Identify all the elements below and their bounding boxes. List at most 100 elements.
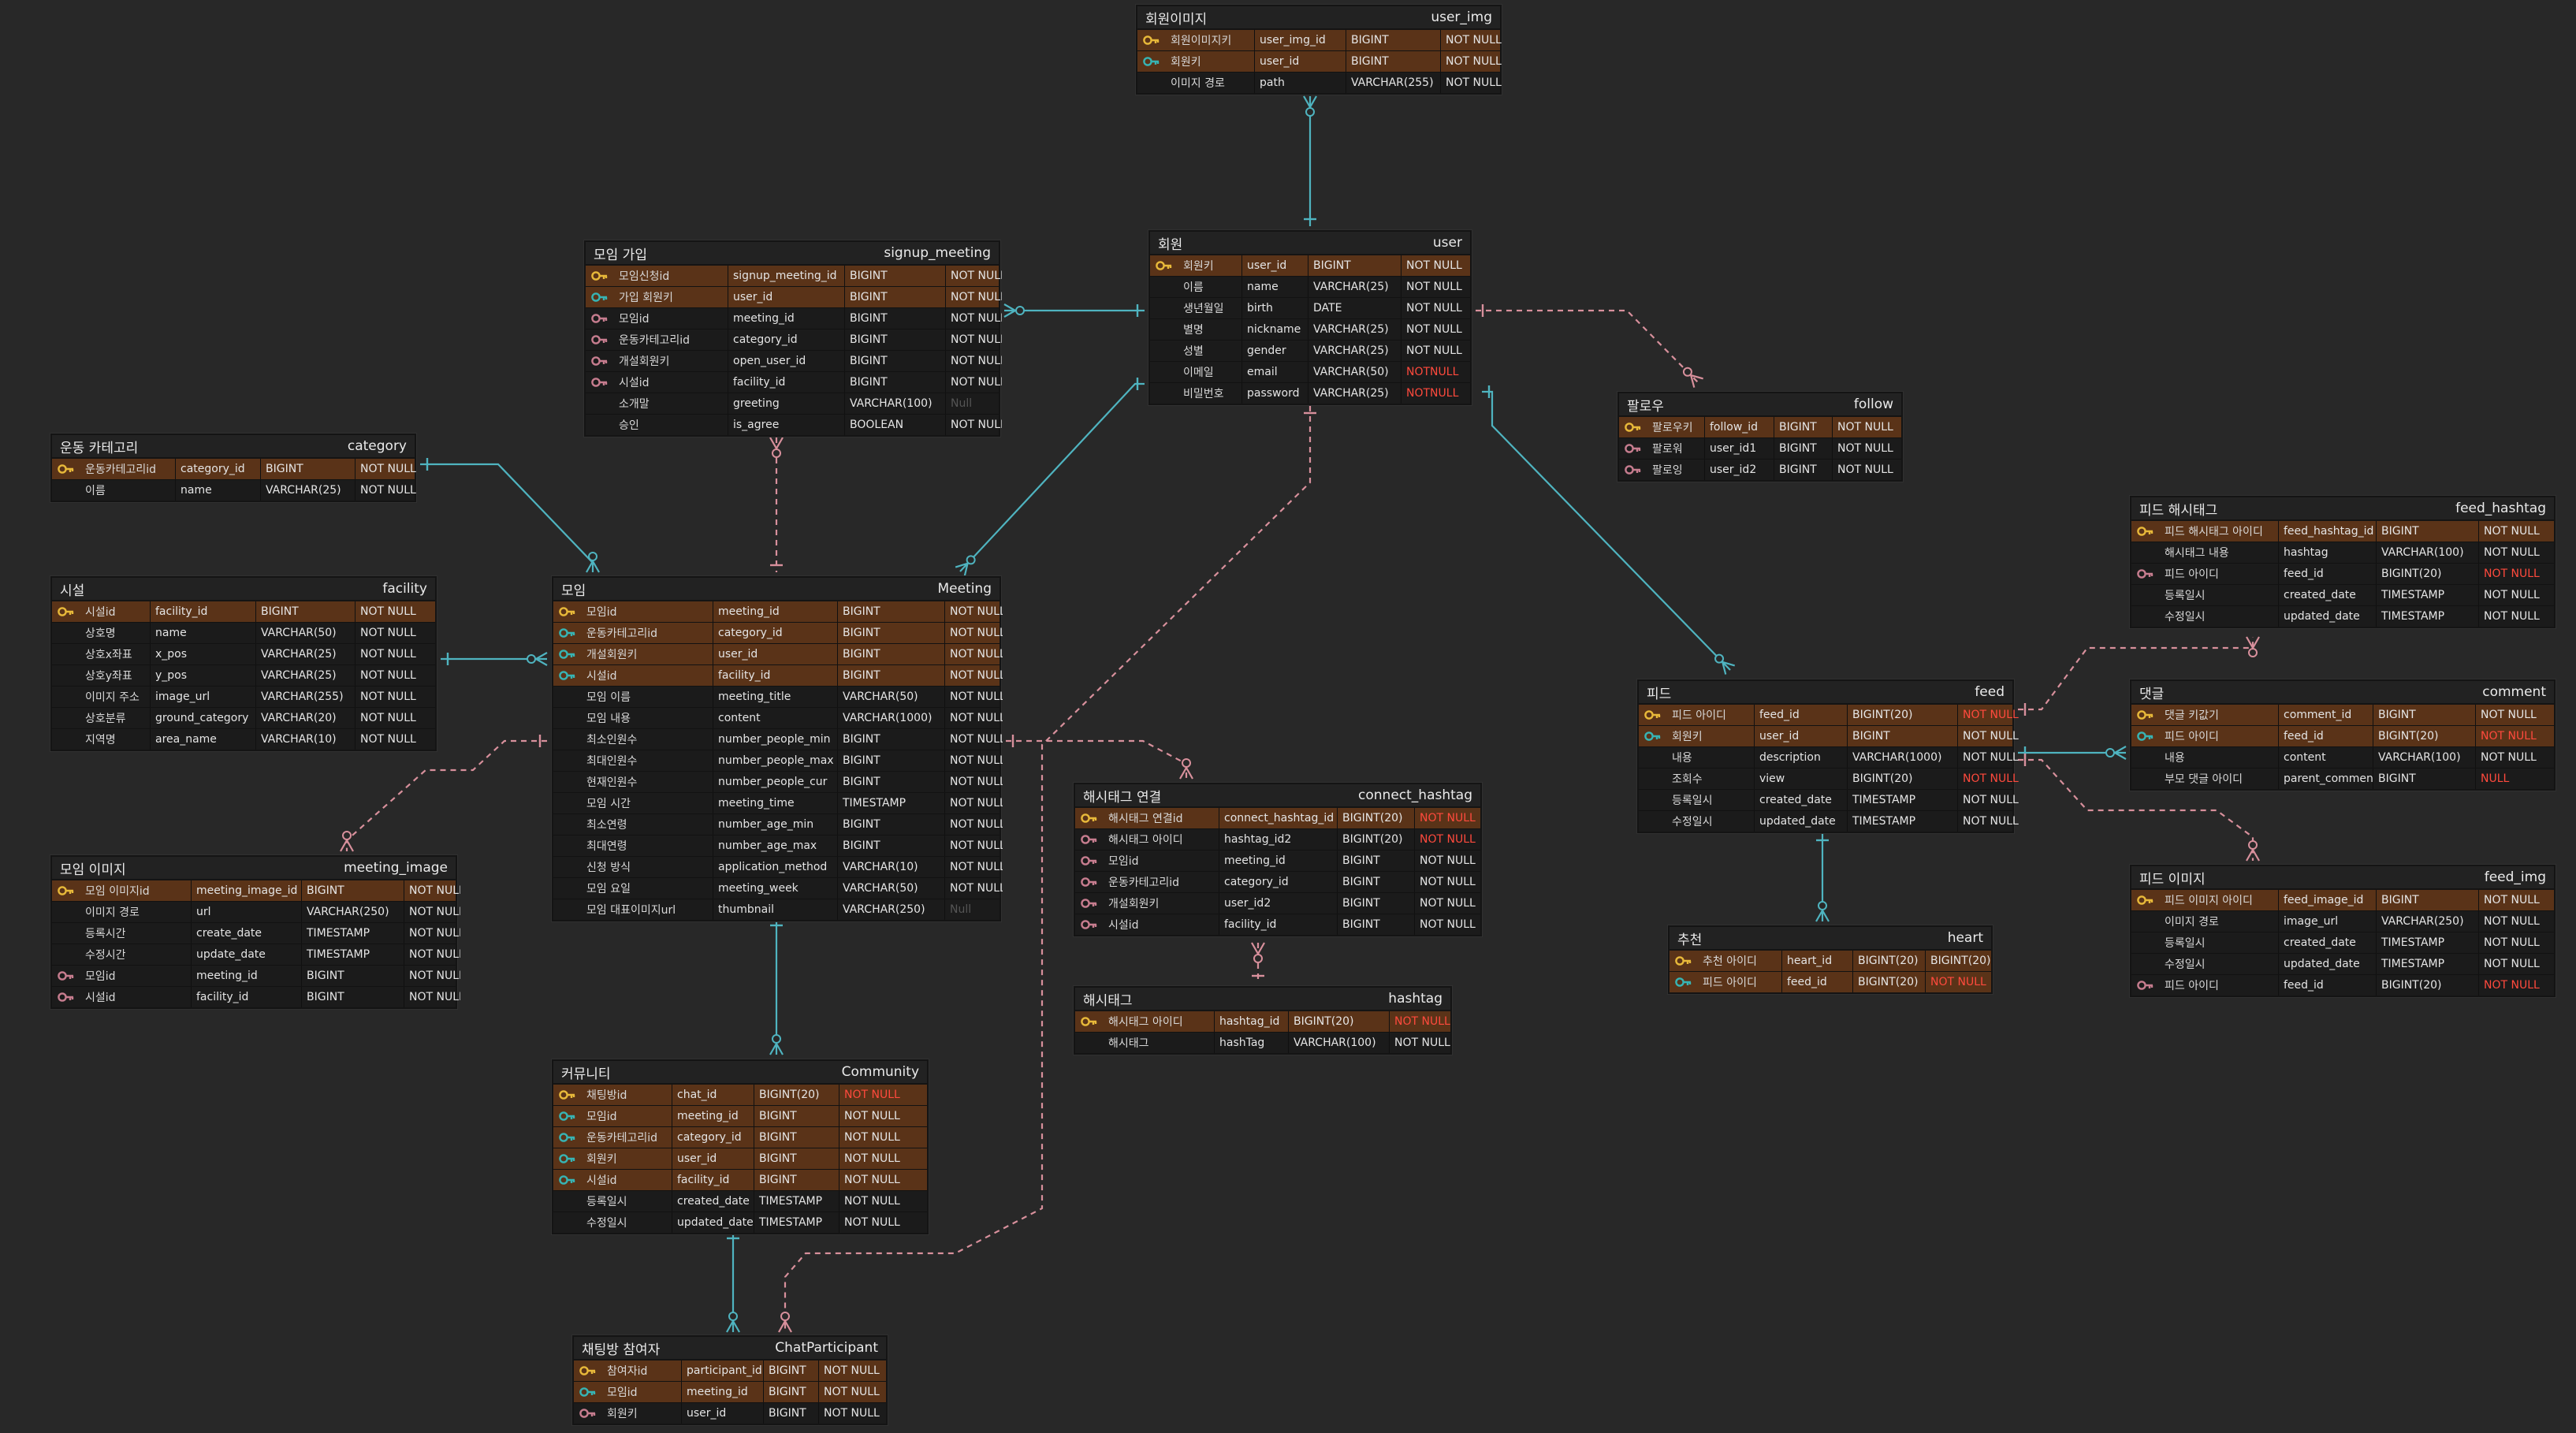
identifying-relationship[interactable]	[1815, 833, 1830, 922]
identifying-relationship[interactable]	[1482, 385, 1736, 675]
identifying-relationship[interactable]	[955, 378, 1145, 576]
non-identifying-relationship[interactable]	[2018, 754, 2260, 862]
identifying-relationship[interactable]	[1303, 95, 1317, 226]
non-identifying-relationship[interactable]	[1476, 304, 1703, 388]
identifying-relationship[interactable]	[726, 1231, 740, 1333]
identifying-relationship[interactable]	[420, 458, 600, 573]
non-identifying-relationship[interactable]	[769, 437, 784, 572]
